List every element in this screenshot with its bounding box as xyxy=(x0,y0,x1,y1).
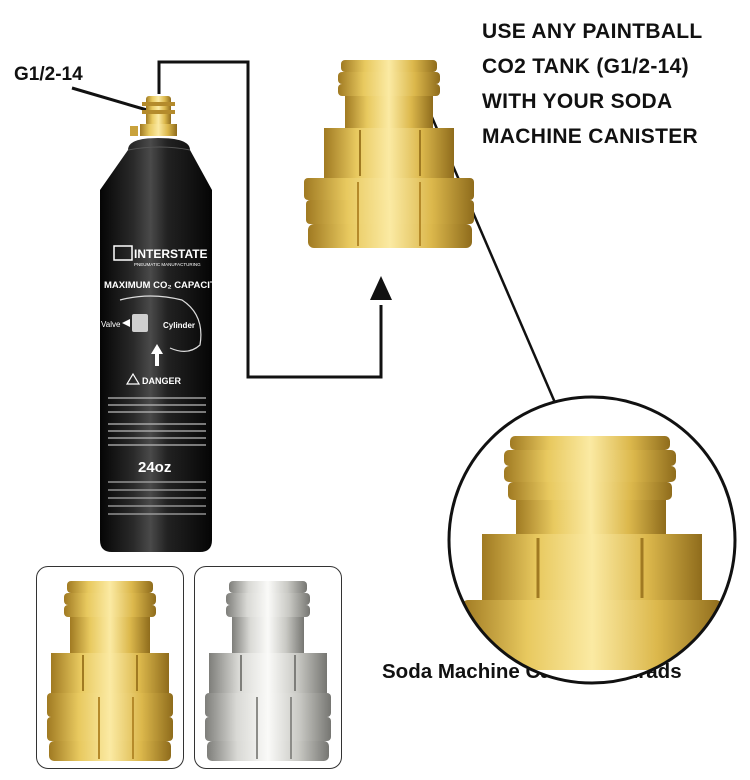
thread-size-label: G1/2-14 xyxy=(14,64,83,85)
up-arrow-icon xyxy=(370,276,392,300)
tank-brand-sub: PNEUMATIC MANUFACTURING xyxy=(134,262,201,267)
tank-danger-word: DANGER xyxy=(142,376,182,386)
tank-size: 24oz xyxy=(138,459,171,476)
headline-line-3: WITH YOUR SODA xyxy=(482,90,673,113)
silver-variant-image xyxy=(205,581,331,761)
headline: USE ANY PAINTBALL CO2 TANK (G1/2-14) WIT… xyxy=(482,14,744,154)
headline-line-1: USE ANY PAINTBALL xyxy=(482,20,703,43)
warning-icon xyxy=(125,372,141,385)
headline-line-4: MACHINE CANISTER xyxy=(482,125,698,148)
co2-tank: INTERSTATE PNEUMATIC MANUFACTURING MAXIM… xyxy=(100,96,223,552)
valve-diagram-icon xyxy=(132,314,148,332)
brass-adapter-main xyxy=(304,60,474,248)
thread-leader-line xyxy=(71,86,148,112)
tank-fine-print xyxy=(108,397,206,446)
tank-capacity-line: MAXIMUM CO₂ CAPACITY xyxy=(104,280,223,291)
tank-cylinder-word: Cylinder xyxy=(163,321,195,330)
thread-zoom-circle xyxy=(447,395,737,685)
right-arrow-icon xyxy=(122,319,130,327)
tank-brand: INTERSTATE xyxy=(134,247,208,261)
up-arrow-small-icon xyxy=(151,344,163,354)
brass-variant-panel xyxy=(36,566,184,769)
connector-line xyxy=(157,60,383,379)
brass-variant-image xyxy=(47,581,173,761)
headline-line-2: CO2 TANK (G1/2-14) xyxy=(482,55,689,78)
tank-valve-word: Valve xyxy=(101,320,121,329)
brand-logo-icon xyxy=(113,245,133,261)
tank-body xyxy=(100,138,212,552)
silver-variant-panel xyxy=(194,566,342,769)
